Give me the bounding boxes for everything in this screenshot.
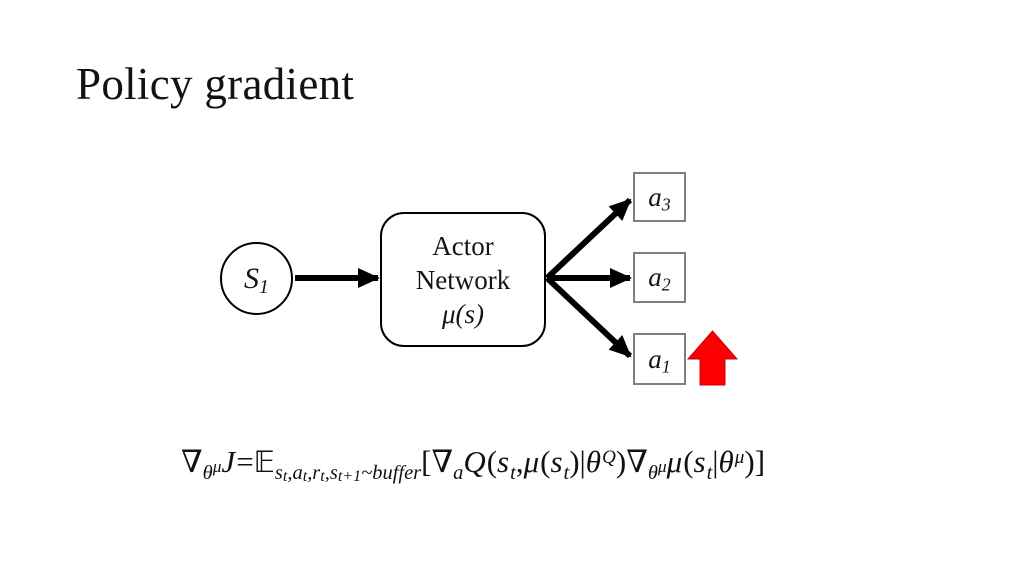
policy-gradient-formula: ∇θμJ = 𝔼st,at,rt,st+1~buffer[∇aQ(st, μ(s… <box>181 443 765 485</box>
formula-token: a <box>292 461 303 484</box>
state-node-label-sub: 1 <box>259 275 269 298</box>
formula-token: = <box>236 444 254 479</box>
formula-token: ] <box>754 444 766 479</box>
action-a2-base: a <box>648 262 662 292</box>
formula-token: ∇ <box>626 444 648 479</box>
formula-token: μ <box>523 444 540 479</box>
action-a2-label: a2 <box>648 262 670 293</box>
formula-token: J <box>221 444 236 479</box>
arrow-actor-to-a1 <box>544 275 633 359</box>
formula-token: Q <box>463 444 486 479</box>
slide-title: Policy gradient <box>76 59 355 109</box>
actor-box-line2: Network <box>415 264 511 295</box>
formula-token: ) <box>615 444 627 479</box>
formula-token: t <box>510 461 516 484</box>
action-a1-label: a1 <box>648 344 670 375</box>
formula-token: [ <box>421 444 432 479</box>
action-a1-sub: 1 <box>661 355 671 376</box>
action-a1-base: a <box>648 343 662 374</box>
formula-token: Q <box>602 447 616 469</box>
state-node: S1 <box>220 242 293 315</box>
state-node-label-base: S <box>244 261 260 295</box>
action-box-a3: a3 <box>633 172 686 222</box>
formula-token: ∇ <box>181 444 203 479</box>
formula-token: θ <box>585 444 601 479</box>
actor-network-box: Actor Network μ(s) <box>380 212 546 347</box>
formula-token: μ <box>666 444 683 479</box>
action-box-a2: a2 <box>633 252 686 303</box>
action-a3-base: a <box>648 181 662 212</box>
formula-token: t <box>563 461 570 484</box>
formula-token: a <box>453 461 464 484</box>
formula-token: μ <box>734 447 745 469</box>
formula-token: s <box>693 444 706 479</box>
formula-token: r <box>312 461 321 484</box>
formula-token: ( <box>540 444 551 479</box>
formula-token: ~buffer <box>361 461 422 484</box>
formula-token: ( <box>683 444 694 479</box>
formula-token: ( <box>486 444 498 479</box>
formula-token: , <box>307 461 313 484</box>
state-node-label: S1 <box>244 261 269 298</box>
formula-token: μ <box>657 457 667 477</box>
formula-token: s <box>329 461 338 484</box>
red-up-block-arrow-icon <box>686 330 739 386</box>
formula-token: t <box>282 467 288 485</box>
formula-token: ) <box>744 444 755 479</box>
formula-token: s <box>274 461 283 484</box>
arrow-actor-to-a3 <box>544 197 633 281</box>
formula-token: , <box>287 461 293 484</box>
formula-token: | <box>712 444 719 479</box>
actor-box-policy-label: μ(s) <box>441 298 485 329</box>
formula-token: θ <box>202 461 213 484</box>
formula-token: t <box>302 467 308 485</box>
formula-token: s <box>550 444 563 479</box>
formula-token: t <box>706 461 713 484</box>
formula-token: t <box>320 467 325 485</box>
action-a3-label: a3 <box>648 182 670 213</box>
formula-token: θ <box>718 444 734 479</box>
formula-token: ) <box>569 444 580 479</box>
formula-token: θ <box>647 461 658 484</box>
action-a2-sub: 2 <box>661 274 671 295</box>
formula-token: s <box>497 444 510 479</box>
formula-token: t+1 <box>337 467 362 485</box>
formula-token: , <box>324 461 330 484</box>
formula-token: μ <box>212 457 222 477</box>
formula-token: ∇ <box>431 444 454 479</box>
formula-token: , <box>515 444 524 479</box>
formula-token: | <box>579 444 586 479</box>
action-box-a1: a1 <box>633 333 686 385</box>
actor-box-line1: Actor <box>432 230 494 261</box>
formula-token: 𝔼 <box>253 445 275 479</box>
action-a3-sub: 3 <box>661 193 671 214</box>
